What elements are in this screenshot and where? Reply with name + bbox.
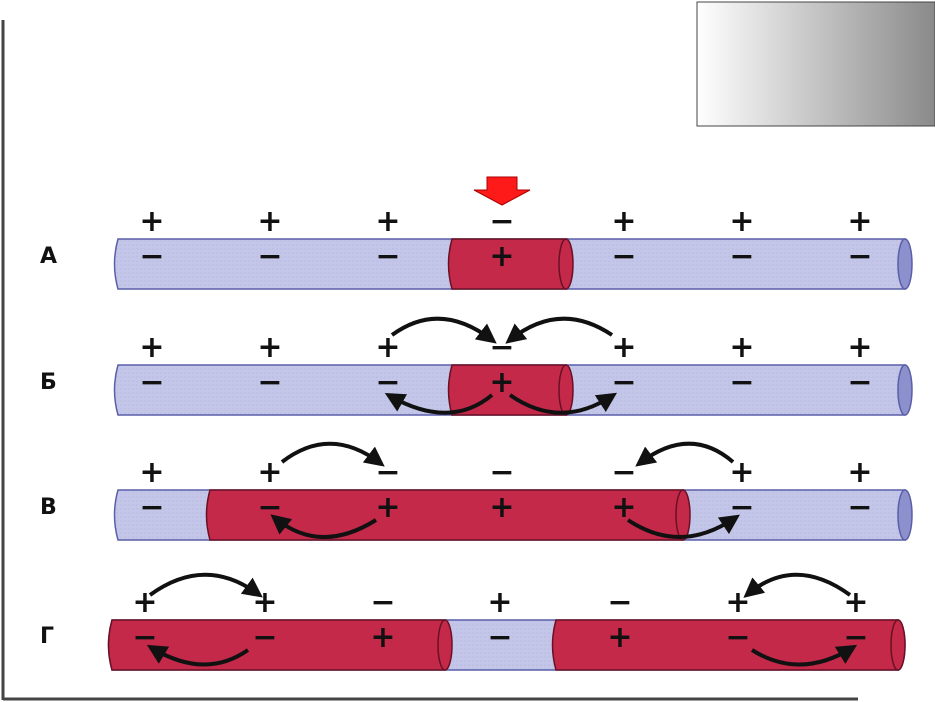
- row-2: +++−+++−−−+−−−: [113, 330, 913, 416]
- inner-charge-sign: −: [257, 239, 282, 274]
- outer-charge-sign: −: [607, 585, 632, 620]
- row-3: ++−−−++−−+++−−: [113, 455, 913, 541]
- outer-charge-sign: +: [729, 204, 754, 239]
- row-label: Г: [40, 624, 55, 649]
- local-current-arrow-icon: [390, 316, 497, 344]
- inner-charge-sign: −: [139, 239, 164, 274]
- outer-charge-sign: +: [725, 585, 750, 620]
- outer-charge-sign: +: [257, 204, 282, 239]
- inner-charge-sign: +: [607, 620, 632, 655]
- outer-charge-sign: +: [139, 204, 164, 239]
- local-current-arrow-icon: [743, 572, 852, 598]
- outer-charge-sign: +: [375, 330, 400, 365]
- local-current-arrow-icon: [508, 392, 618, 415]
- local-current-arrow-icon: [626, 514, 740, 539]
- inner-charge-sign: −: [611, 239, 636, 274]
- local-current-arrow-icon: [750, 644, 858, 667]
- outer-charge-sign: +: [729, 330, 754, 365]
- inner-charge-sign: +: [611, 490, 636, 525]
- outer-charge-sign: +: [375, 204, 400, 239]
- excited-segment: [447, 238, 574, 290]
- row-1: +++−+++−−−+−−−: [113, 204, 913, 290]
- inner-charge-sign: −: [375, 239, 400, 274]
- outer-charge-sign: +: [847, 204, 872, 239]
- excited-segment: [551, 619, 906, 671]
- stimulus-arrow-icon: [473, 176, 531, 206]
- outer-charge-sign: +: [139, 455, 164, 490]
- inner-charge-sign: −: [252, 620, 277, 655]
- row-4: ++−+−++−−+−+−−: [107, 585, 906, 671]
- outer-charge-sign: +: [487, 585, 512, 620]
- outer-charge-sign: +: [257, 330, 282, 365]
- outer-charge-sign: +: [252, 585, 277, 620]
- outer-charge-sign: −: [370, 585, 395, 620]
- inner-charge-sign: −: [375, 365, 400, 400]
- inner-charge-sign: −: [729, 239, 754, 274]
- row-label: Б: [40, 370, 57, 395]
- local-current-arrow-icon: [146, 644, 250, 667]
- inner-charge-sign: −: [487, 620, 512, 655]
- outer-charge-sign: −: [611, 455, 636, 490]
- outer-charge-sign: −: [489, 330, 514, 365]
- local-current-arrow-icon: [635, 441, 735, 467]
- outer-charge-sign: +: [611, 330, 636, 365]
- gradient-box: [696, 1, 935, 127]
- inner-charge-sign: +: [489, 365, 514, 400]
- outer-charge-sign: −: [489, 204, 514, 239]
- outer-charge-sign: +: [843, 585, 868, 620]
- inner-charge-sign: −: [847, 365, 872, 400]
- local-current-arrow-icon: [384, 393, 494, 415]
- outer-charge-sign: +: [139, 330, 164, 365]
- local-current-arrow-icon: [505, 316, 614, 344]
- inner-charge-sign: +: [489, 490, 514, 525]
- inner-charge-sign: −: [725, 620, 750, 655]
- excited-segment: [205, 489, 691, 541]
- inner-charge-sign: −: [257, 365, 282, 400]
- inner-charge-sign: +: [489, 239, 514, 274]
- inner-charge-sign: −: [139, 365, 164, 400]
- outer-charge-sign: +: [847, 330, 872, 365]
- local-current-arrow-icon: [270, 514, 378, 539]
- local-current-arrow-icon: [280, 441, 385, 467]
- inner-charge-sign: +: [375, 490, 400, 525]
- inner-charge-sign: −: [847, 239, 872, 274]
- outer-charge-sign: +: [847, 455, 872, 490]
- row-label: В: [40, 495, 57, 520]
- excited-segment: [107, 619, 453, 671]
- row-label: А: [40, 244, 58, 269]
- inner-charge-sign: −: [139, 490, 164, 525]
- inner-charge-sign: +: [370, 620, 395, 655]
- outer-charge-sign: +: [611, 204, 636, 239]
- outer-charge-sign: −: [489, 455, 514, 490]
- local-current-arrow-icon: [148, 572, 263, 598]
- inner-charge-sign: −: [611, 365, 636, 400]
- inner-charge-sign: −: [729, 365, 754, 400]
- outer-charge-sign: +: [257, 455, 282, 490]
- inner-charge-sign: −: [847, 490, 872, 525]
